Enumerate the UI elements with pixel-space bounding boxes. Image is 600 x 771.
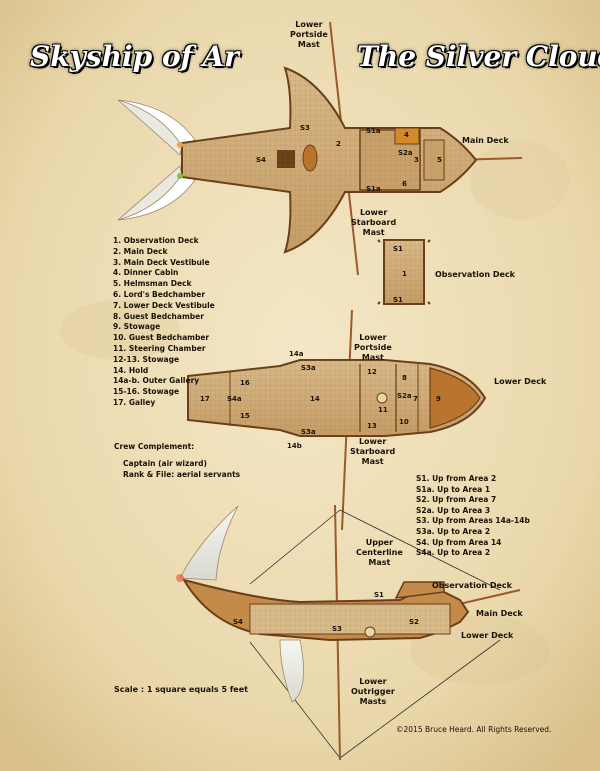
legend-item: 9. Stowage [113, 322, 161, 332]
legend-item: 12-13. Stowage [113, 354, 180, 364]
map-label-n1: 1 [402, 270, 407, 278]
copyright: ©2015 Bruce Heard. All Rights Reserved. [396, 725, 552, 734]
label-lower-starboard-mast-mid: Lower Starboard Mast [350, 437, 396, 466]
stairs-item: S4. Up from Area 14 [416, 537, 502, 547]
label-observation-deck: Observation Deck [435, 270, 515, 279]
legend-item: 11. Steering Chamber [113, 343, 206, 353]
legend-item: 14. Hold [113, 365, 149, 375]
map-label-s4a: S4a [227, 395, 242, 403]
map-label-n17: 17 [200, 395, 210, 403]
legend-item: 2. Main Deck [113, 246, 168, 256]
room-legend: 1. Observation Deck 2. Main Deck 3. Main… [113, 236, 215, 409]
label-side-observation-deck: Observation Deck [432, 581, 512, 590]
map-label-n14b: 14b [287, 442, 302, 450]
map-label-s1-side: S1 [374, 591, 384, 599]
observation-deck-plan [377, 239, 431, 305]
label-lower-starboard-mast-top: Lower Starboard Mast [351, 208, 397, 237]
map-label-n14: 14 [310, 395, 320, 403]
legend-item: 4. Dinner Cabin [113, 268, 179, 278]
map-label-n7: 7 [413, 395, 418, 403]
label-lower-outrigger-masts: Lower Outrigger Masts [351, 677, 395, 706]
map-label-n15: 15 [240, 412, 250, 420]
legend-item: 5. Helmsman Deck [113, 279, 192, 289]
crew-rank: Rank & File: aerial servants [123, 470, 241, 479]
stairs-item: S2. Up from Area 7 [416, 495, 497, 505]
legend-item: 10. Guest Bedchamber [113, 333, 210, 343]
map-label-s2a-lower: S2a [397, 392, 412, 400]
map-label-s1-obs-top: S1 [393, 245, 403, 253]
stairs-item: S1. Up from Area 2 [416, 474, 497, 483]
crew-heading: Crew Complement: [114, 442, 195, 451]
label-lower-portside-mast-mid: Lower Portside Mast [354, 333, 392, 362]
map-label-s2a: S2a [398, 149, 413, 157]
stairs-legend: S1. Up from Area 2 S1a. Up to Area 1 S2.… [416, 474, 530, 559]
map-label-n8: 8 [402, 374, 407, 382]
map-label-s3-side: S3 [332, 625, 342, 633]
map-label-n5: 5 [437, 156, 442, 164]
map-label-n14a: 14a [289, 350, 304, 358]
main-deck-plan [117, 21, 523, 276]
map-label-n2: 2 [336, 140, 341, 148]
scale-note: Scale : 1 square equals 5 feet [114, 685, 248, 694]
lower-deck-plan [187, 309, 487, 531]
legend-item: 8. Guest Bedchamber [113, 311, 204, 321]
legend-item: 3. Main Deck Vestibule [113, 257, 210, 267]
stairs-item: S2a. Up to Area 3 [416, 505, 491, 515]
label-main-deck: Main Deck [462, 136, 509, 145]
side-view-plan [176, 504, 521, 761]
map-number-labels: 2 3 4 5 6 S1a S1a S2a S3 S4 1 S1 S1 7 8 … [200, 124, 442, 633]
crew-complement: Crew Complement: Captain (air wizard) Ra… [114, 441, 240, 480]
legend-item: 17. Galley [113, 397, 156, 407]
legend-item: 1. Observation Deck [113, 236, 199, 245]
label-upper-centerline-mast: Upper Centerline Mast [356, 538, 403, 567]
map-label-n10: 10 [399, 418, 409, 426]
map-label-s3a-top: S3a [301, 364, 316, 372]
map-label-s4-top: S4 [256, 156, 266, 164]
legend-item: 15-16. Stowage [113, 387, 180, 397]
stairs-item: S3a. Up to Area 2 [416, 526, 491, 536]
map-label-n11: 11 [378, 406, 388, 414]
map-label-n6: 6 [402, 180, 407, 188]
legend-item: 6. Lord's Bedchamber [113, 289, 206, 299]
stairs-item: S4a. Up to Area 2 [416, 548, 491, 558]
map-label-s4-side: S4 [233, 618, 243, 626]
label-lower-deck: Lower Deck [494, 377, 547, 386]
map-label-s1a-top: S1a [366, 127, 381, 135]
map-label-s2-side: S2 [409, 618, 419, 626]
map-label-n3: 3 [414, 156, 419, 164]
stairs-item: S1a. Up to Area 1 [416, 484, 491, 494]
title-skyship-of-ar: Skyship of Ar [30, 40, 239, 73]
stairs-item: S3. Up from Areas 14a-14b [416, 516, 530, 526]
label-side-lower-deck: Lower Deck [461, 631, 514, 640]
map-label-s1-obs-bottom: S1 [393, 296, 403, 304]
label-side-main-deck: Main Deck [476, 609, 523, 618]
title-silver-cloud: The Silver Cloud [357, 40, 600, 73]
map-label-s1a-bottom: S1a [366, 185, 381, 193]
map-label-n12: 12 [367, 368, 377, 376]
map-label-n9: 9 [436, 395, 441, 403]
legend-item: 14a-b. Outer Gallery [113, 376, 200, 386]
map-label-n13: 13 [367, 422, 377, 430]
map-label-n4: 4 [404, 131, 409, 139]
legend-item: 7. Lower Deck Vestibule [113, 300, 215, 310]
map-label-s3a-bottom: S3a [301, 428, 316, 436]
map-label-n16: 16 [240, 379, 250, 387]
label-lower-portside-mast-top: Lower Portside Mast [290, 20, 328, 49]
crew-captain: Captain (air wizard) [123, 459, 207, 468]
map-label-s3-top: S3 [300, 124, 310, 132]
